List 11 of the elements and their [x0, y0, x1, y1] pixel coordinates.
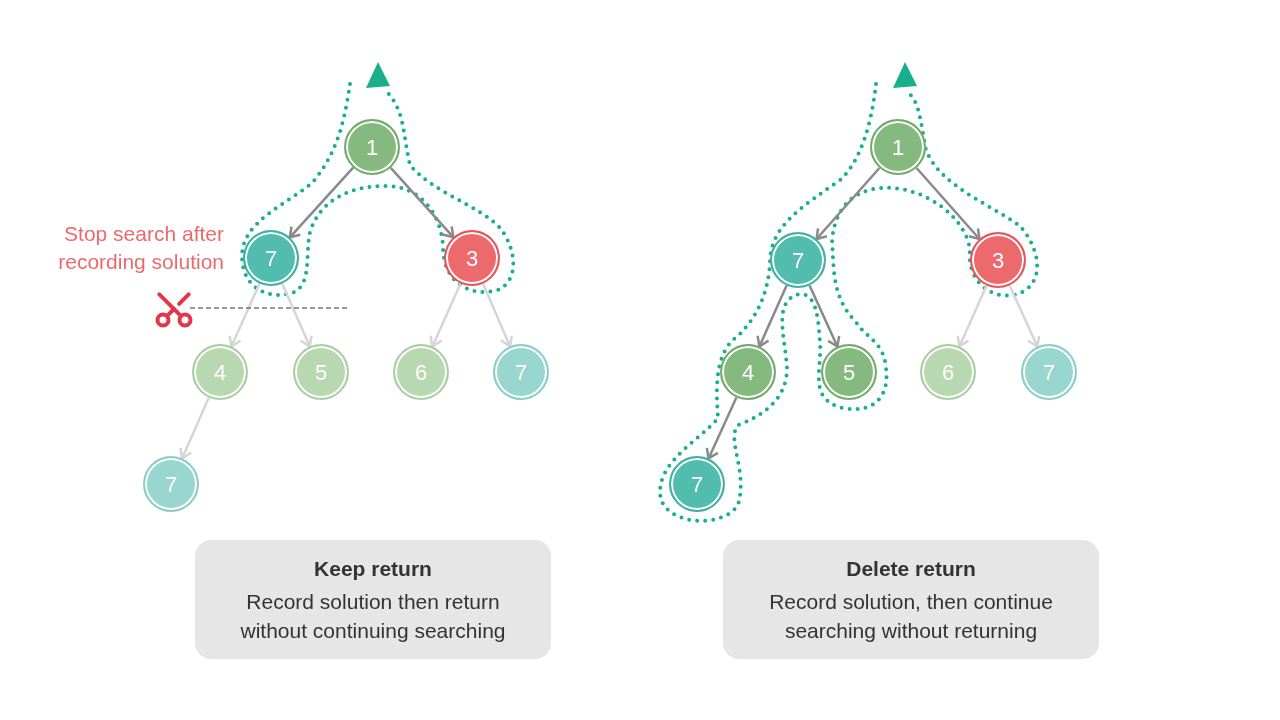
caption-box	[195, 540, 551, 659]
caption-text: Record solution then return without continuing searching	[239, 588, 507, 644]
caption-heading: Delete return	[846, 555, 976, 582]
arrow	[815, 167, 881, 241]
arrow	[915, 167, 981, 241]
arrow	[389, 166, 455, 239]
caption-heading: Keep return	[314, 555, 432, 582]
caption-box	[723, 540, 1099, 659]
annotation-text: Stop search after recording solution	[57, 221, 224, 275]
arrow	[288, 166, 355, 239]
caption-text: Record solution, then continue searching without returning	[768, 588, 1054, 644]
